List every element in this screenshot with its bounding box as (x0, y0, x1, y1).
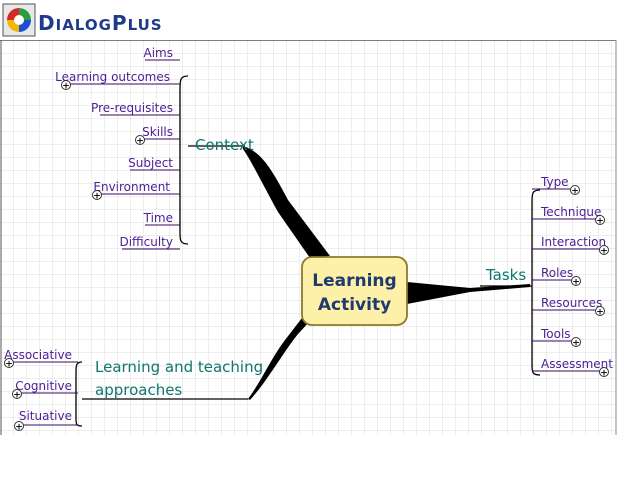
approaches-item-associative[interactable]: Associative + (4, 348, 78, 370)
context-item-skills[interactable]: Skills + (135, 125, 181, 147)
expand-plus-icon[interactable]: + (595, 215, 605, 227)
expand-plus-icon[interactable]: + (12, 389, 22, 401)
tasks-item-tools[interactable]: Tools + (532, 327, 581, 349)
mind-map-diagram: Aims Learning outcomes + Pre-requisites … (0, 40, 617, 435)
context-bracket (179, 75, 189, 245)
svg-text:Situative: Situative (19, 409, 72, 423)
approaches-item-cognitive[interactable]: Cognitive + (12, 379, 79, 401)
svg-text:+: + (571, 187, 579, 197)
svg-text:Type: Type (540, 175, 569, 189)
context-item-time[interactable]: Time (143, 211, 180, 226)
expand-plus-icon[interactable]: + (571, 337, 581, 349)
svg-text:Associative: Associative (4, 348, 72, 362)
expand-plus-icon[interactable]: + (135, 135, 145, 147)
tasks-connector (407, 282, 530, 304)
context-item-learning-outcomes[interactable]: Learning outcomes + (55, 70, 180, 92)
tasks-item-type[interactable]: Type + (532, 175, 580, 197)
svg-text:Tools: Tools (540, 327, 571, 341)
header: DIALOGPLUS (0, 0, 638, 40)
svg-text:Resources: Resources (541, 296, 602, 310)
svg-text:Cognitive: Cognitive (15, 379, 72, 393)
svg-text:Skills: Skills (142, 125, 173, 139)
logo-wordmark: DIALOGPLUS (38, 11, 163, 35)
svg-text:Pre-requisites: Pre-requisites (91, 101, 173, 115)
tasks-item-technique[interactable]: Technique + (532, 205, 605, 227)
tasks-bracket (531, 189, 541, 376)
context-branch-label[interactable]: Context (195, 136, 254, 154)
context-item-aims[interactable]: Aims (144, 46, 180, 61)
svg-text:Technique: Technique (540, 205, 601, 219)
expand-plus-icon[interactable]: + (599, 367, 609, 379)
context-item-pre-requisites[interactable]: Pre-requisites (91, 101, 180, 116)
svg-text:+: + (93, 192, 101, 202)
svg-text:Environment: Environment (93, 180, 170, 194)
svg-text:+: + (136, 137, 144, 147)
svg-text:+: + (600, 369, 608, 379)
svg-text:+: + (600, 247, 608, 257)
svg-text:+: + (572, 278, 580, 288)
expand-plus-icon[interactable]: + (61, 80, 71, 92)
svg-text:+: + (596, 308, 604, 318)
svg-text:Aims: Aims (144, 46, 173, 60)
approaches-branch-label-line2[interactable]: approaches (95, 381, 182, 399)
tasks-item-roles[interactable]: Roles + (532, 266, 581, 288)
svg-text:Learning: Learning (312, 271, 396, 291)
tasks-item-resources[interactable]: Resources + (532, 296, 605, 318)
svg-text:Interaction: Interaction (541, 235, 606, 249)
svg-text:+: + (596, 217, 604, 227)
svg-text:Roles: Roles (541, 266, 573, 280)
expand-plus-icon[interactable]: + (599, 245, 609, 257)
tasks-item-assessment[interactable]: Assessment + (532, 357, 613, 379)
approaches-item-situative[interactable]: Situative + (14, 409, 79, 433)
context-item-environment[interactable]: Environment + (92, 180, 181, 202)
expand-plus-icon[interactable]: + (571, 276, 581, 288)
central-node-learning-activity[interactable]: Learning Activity (301, 256, 408, 326)
svg-text:Activity: Activity (318, 295, 391, 315)
svg-text:Subject: Subject (128, 156, 173, 170)
context-item-subject[interactable]: Subject (128, 156, 180, 171)
tasks-item-interaction[interactable]: Interaction + (532, 235, 609, 257)
context-connector (243, 146, 330, 258)
expand-plus-icon[interactable]: + (92, 190, 102, 202)
svg-text:+: + (13, 391, 21, 401)
approaches-branch-label-line1[interactable]: Learning and teaching (95, 358, 263, 376)
dialogplus-logo-icon (2, 3, 36, 37)
context-item-difficulty[interactable]: Difficulty (119, 235, 180, 250)
svg-text:Time: Time (143, 211, 173, 225)
expand-plus-icon[interactable]: + (570, 185, 580, 197)
expand-plus-icon[interactable]: + (4, 358, 14, 370)
svg-text:+: + (15, 423, 23, 433)
svg-text:+: + (5, 360, 13, 370)
svg-text:+: + (572, 339, 580, 349)
svg-text:Learning outcomes: Learning outcomes (55, 70, 170, 84)
svg-text:Difficulty: Difficulty (119, 235, 173, 249)
svg-text:+: + (62, 82, 70, 92)
expand-plus-icon[interactable]: + (595, 306, 605, 318)
approaches-connector (248, 308, 322, 400)
svg-text:Assessment: Assessment (541, 357, 613, 371)
tasks-branch-label[interactable]: Tasks (485, 266, 526, 284)
expand-plus-icon[interactable]: + (14, 421, 24, 433)
